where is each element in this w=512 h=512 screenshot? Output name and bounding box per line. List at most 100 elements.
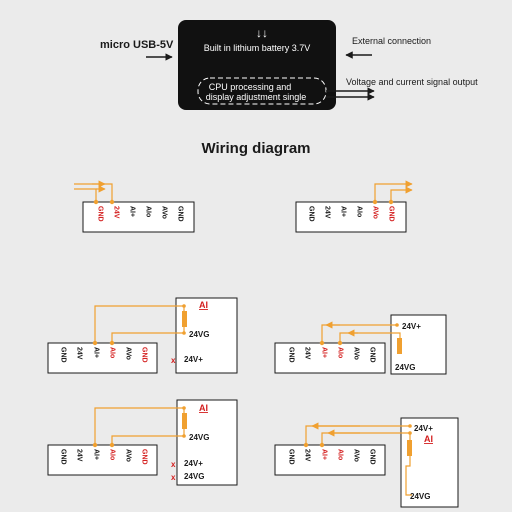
pin-24v: 24V (76, 449, 83, 462)
sensor-24v-plus-label: 24V+ (184, 355, 203, 364)
sensor-24v-plus-label: 24V+ (184, 459, 203, 468)
pin-24v: 24V (304, 347, 311, 360)
pin-aio: AIo (356, 206, 363, 217)
pin-avo: AVo (353, 347, 360, 360)
wiring-diagram-heading: Wiring diagram (201, 140, 310, 157)
sensor-title: AI (199, 403, 208, 413)
cpu-label-line1: CPU processing and (209, 82, 292, 92)
signal-output-arrows (326, 87, 375, 101)
pin-avo: AVo (372, 206, 379, 219)
sensor-24vg-label-2: 24VG (184, 472, 204, 481)
sensor-24vg-label: 24VG (189, 433, 209, 442)
terminal-pins: GND 24V AI+ AIo AVo GND (308, 206, 395, 222)
current-loop-wires (94, 305, 185, 343)
pin-24v: 24V (76, 347, 83, 360)
pin-gnd-2: GND (141, 347, 148, 363)
no-connection-mark: x (171, 460, 176, 469)
pin-gnd: GND (308, 206, 315, 222)
external-connection-label: External connection (352, 36, 431, 46)
three-wire-wires (305, 422, 412, 496)
terminal-dot (372, 199, 378, 205)
pin-avo: AVo (125, 347, 132, 360)
terminal-block (274, 342, 386, 374)
pin-avo: AVo (125, 449, 132, 462)
pin-gnd: GND (97, 206, 104, 222)
pin-aio: AIo (145, 206, 152, 217)
pin-gnd-2: GND (369, 449, 376, 465)
diagram-current-loop-2wire: AI 24VG 24V+ x GND 24V AI+ AIo AVo GND (47, 297, 238, 374)
pin-ai-plus: AI+ (93, 449, 100, 460)
diagram-voltage-output: GND 24V AI+ AIo AVo GND (295, 180, 413, 233)
sensor-dot (408, 424, 412, 428)
pin-ai-plus: AI+ (321, 347, 328, 358)
pin-gnd-2: GND (388, 206, 395, 222)
terminal-dot (92, 340, 98, 346)
terminal-pins: GND 24V AI+ AIo AVo GND (60, 347, 148, 363)
voltage-output-wires (374, 180, 413, 202)
terminal-dot (303, 442, 309, 448)
terminal-block (47, 444, 158, 476)
diagram-3wire-sensor: 24V+ AI 24VG GND 24V AI+ AIo AVo GND (274, 417, 459, 508)
terminal-pins: GND 24V AI+ AIo AVo GND (60, 449, 148, 465)
terminal-dot (93, 199, 99, 205)
pin-avo: AVo (161, 206, 168, 219)
pin-avo: AVo (353, 449, 360, 462)
terminal-pins: GND 24V AI+ AIo AVo GND (288, 347, 376, 363)
sensor-box (175, 297, 238, 374)
battery-label: Built in lithium battery 3.7V (204, 43, 311, 53)
pin-gnd-2: GND (141, 449, 148, 465)
sensor-resistor (182, 413, 187, 429)
sensor-dot (182, 434, 186, 438)
terminal-dot (92, 442, 98, 448)
pin-gnd-2: GND (369, 347, 376, 363)
pin-gnd: GND (60, 347, 67, 363)
pin-ai-plus: AI+ (340, 206, 347, 217)
loop-powered-wires (321, 321, 401, 343)
module-body (178, 20, 336, 110)
pin-ai-plus: AI+ (321, 449, 328, 460)
sensor-24vg-label: 24VG (189, 330, 209, 339)
terminal-block (47, 342, 158, 374)
pin-24v: 24V (324, 206, 331, 219)
sensor-24v-plus-label: 24V+ (414, 424, 433, 433)
terminal-dot (337, 340, 343, 346)
no-connection-mark: x (171, 356, 176, 365)
sensor-title: AI (199, 300, 208, 310)
pin-gnd-2: GND (177, 206, 184, 222)
diagram-power-input: GND 24V AI+ AIo AVo GND (74, 180, 195, 233)
sensor-dot (182, 406, 186, 410)
diagram-current-loop-nc: AI 24VG 24V+ 24VG x x GND 24V AI+ AIo AV… (47, 399, 238, 486)
pin-aio: AIo (337, 449, 344, 460)
cpu-label-line2: display adjustment single (206, 92, 307, 102)
no-connection-mark-2: x (171, 473, 176, 482)
current-loop-wires (94, 407, 185, 445)
terminal-dot (319, 340, 325, 346)
terminal-dot (388, 199, 394, 205)
terminal-dot (109, 340, 115, 346)
pin-ai-plus: AI+ (129, 206, 136, 217)
terminal-block (274, 444, 386, 476)
sensor-resistor (407, 440, 412, 456)
diagram-loop-powered: 24V+ 24VG GND 24V AI+ AIo AVo GND (274, 314, 447, 375)
terminal-block (295, 201, 407, 233)
sensor-resistor (182, 311, 187, 327)
pin-aio: AIo (109, 347, 116, 358)
sensor-dot (182, 331, 186, 335)
pin-gnd: GND (288, 347, 295, 363)
sensor-24vg-label: 24VG (410, 492, 430, 501)
sensor-dot (182, 304, 186, 308)
sensor-resistor (397, 338, 402, 354)
pin-24v: 24V (113, 206, 120, 219)
pin-aio: AIo (109, 449, 116, 460)
sensor-24v-plus-label: 24V+ (402, 322, 421, 331)
power-input-wires (74, 180, 113, 202)
terminal-dot (319, 442, 325, 448)
micro-usb-label: micro USB-5V (100, 39, 174, 51)
terminal-block (82, 201, 195, 233)
sensor-dot (408, 431, 412, 435)
pin-gnd: GND (60, 449, 67, 465)
sensor-title: AI (424, 434, 433, 444)
battery-down-arrows: ↓↓ (256, 26, 268, 40)
